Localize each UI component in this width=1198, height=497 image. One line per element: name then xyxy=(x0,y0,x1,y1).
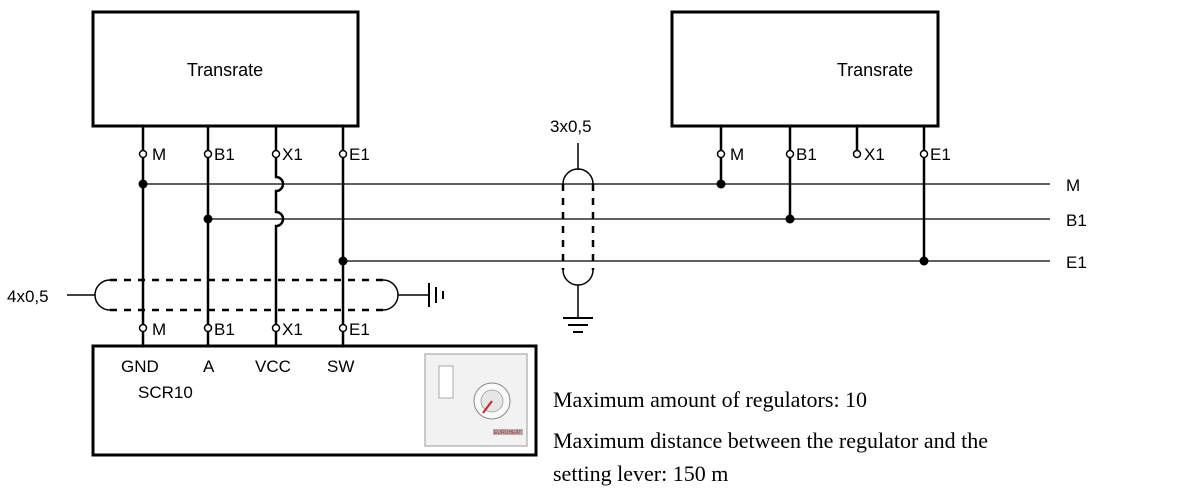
left-terminal-label-x1: X1 xyxy=(282,145,303,164)
regulator-terminal-label-b1: B1 xyxy=(214,320,235,339)
transrate-box-right xyxy=(670,10,940,128)
regulator-terminal-label-e1: E1 xyxy=(349,320,370,339)
ground-symbol-vertical xyxy=(563,317,593,333)
right-terminal-label-b1: B1 xyxy=(796,145,817,164)
regulator-name: SCR10 xyxy=(138,383,193,402)
right-terminal-label-e1: E1 xyxy=(930,145,951,164)
bus-label-b1: B1 xyxy=(1066,211,1087,230)
regulator-terminal-leads xyxy=(141,332,345,345)
regulator-pin-sw: SW xyxy=(327,357,354,376)
right-terminal-leads xyxy=(719,126,926,150)
left-terminal-label-b1: B1 xyxy=(214,145,235,164)
note-max-regulators: Maximum amount of regulators: 10 xyxy=(553,387,867,412)
junction-dots xyxy=(138,179,929,266)
shielded-cable-vertical xyxy=(561,143,595,317)
right-vertical-wires xyxy=(719,158,926,261)
bus-label-m: M xyxy=(1066,176,1080,195)
left-terminal-leads xyxy=(141,126,345,150)
regulator-brand-logo: EUROHEAT xyxy=(494,430,521,436)
regulator-device-image: EUROHEAT xyxy=(424,353,528,447)
bus-label-e1: E1 xyxy=(1066,253,1087,272)
left-terminal-circles xyxy=(138,149,348,159)
transrate-left-title: Transrate xyxy=(187,60,263,80)
right-terminal-label-m: M xyxy=(730,145,744,164)
cable-label-4x05: 4x0,5 xyxy=(7,287,49,306)
cable-label-3x05: 3x0,5 xyxy=(550,117,592,136)
right-terminal-circles xyxy=(716,149,929,159)
transrate-box-left xyxy=(91,10,360,128)
transrate-right-title: Transrate xyxy=(837,60,913,80)
right-terminal-label-x1: X1 xyxy=(864,145,885,164)
regulator-pin-a: A xyxy=(203,357,215,376)
regulator-pin-vcc: VCC xyxy=(255,357,291,376)
note-max-distance-1: Maximum distance between the regulator a… xyxy=(553,428,988,453)
ground-symbol-horizontal xyxy=(428,283,444,307)
left-terminal-label-m: M xyxy=(152,145,166,164)
regulator-box xyxy=(91,344,538,457)
regulator-terminal-circles xyxy=(138,323,348,333)
left-terminal-label-e1: E1 xyxy=(349,145,370,164)
note-max-distance-2: setting lever: 150 m xyxy=(553,461,728,486)
left-vertical-wires xyxy=(141,158,345,324)
bus-lines xyxy=(143,183,1050,262)
regulator-pin-gnd: GND xyxy=(121,357,159,376)
shielded-cable-horizontal xyxy=(67,278,428,312)
regulator-terminal-label-x1: X1 xyxy=(282,320,303,339)
regulator-terminal-label-m: M xyxy=(152,320,166,339)
